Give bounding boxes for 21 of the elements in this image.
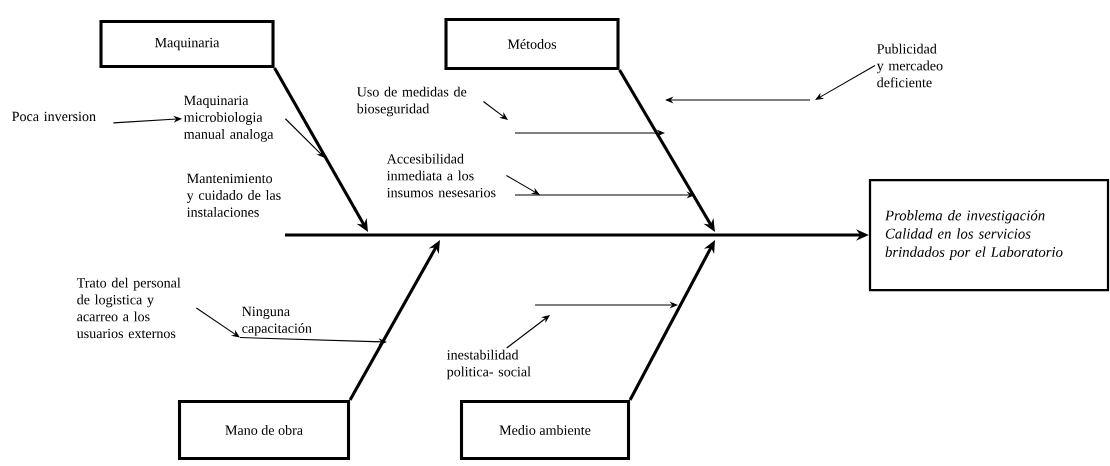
arrow <box>284 118 325 158</box>
arrow <box>482 100 508 120</box>
problem-box: Problema de investigación Calidad en los servicios brindados por el Laboratorio <box>868 178 1110 292</box>
cause-text: Poca inversion <box>12 111 96 122</box>
cause-text: Ninguna capacitación <box>242 306 312 336</box>
category-box: Métodos <box>444 17 620 71</box>
arrow <box>506 315 550 349</box>
category-box: Medio ambiente <box>459 399 631 461</box>
arrow <box>505 174 540 195</box>
cause-text: Uso de medidas de bioseguridad <box>356 86 467 117</box>
arrow <box>815 64 876 100</box>
arrow <box>195 307 240 338</box>
cause-text: inestabilidad politica- social <box>446 349 531 380</box>
category-box: Maquinaria <box>99 19 275 69</box>
cause-text: Accesibilidad inmediata a los insumos nesesarios <box>386 153 496 198</box>
cause-text: Publicidad y mercadeo deficiente <box>876 43 943 88</box>
category-box: Mano de obra <box>177 399 351 461</box>
cause-text: Trato del personal de logistica y acarreo a los usuarios externos <box>76 277 181 339</box>
cause-text: Maquinaria microbiologia manual analoga <box>184 95 274 142</box>
cause-text: Mantenimiento y cuidado de las instalaciones <box>186 173 281 217</box>
arrow <box>112 115 182 124</box>
